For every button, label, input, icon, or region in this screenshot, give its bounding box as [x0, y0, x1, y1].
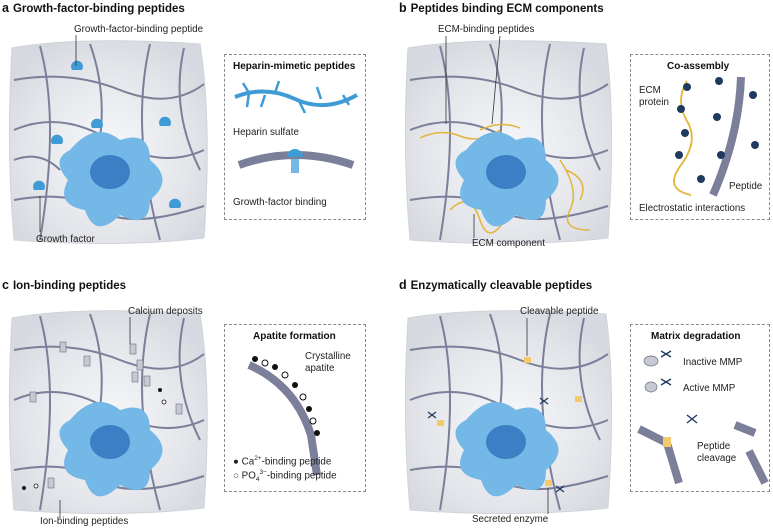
degradation-illustration: [637, 350, 769, 485]
cleavage-sites: [437, 357, 582, 486]
box-title: Matrix degradation: [651, 331, 741, 342]
nucleus: [90, 155, 130, 189]
panel-letter: b: [399, 1, 407, 15]
label-active-mmp: Active MMP: [683, 383, 736, 394]
label-crystalline: Crystalline: [305, 351, 351, 362]
label-peptide: Peptide: [697, 441, 731, 452]
heparin-illustration: [234, 80, 358, 173]
legend-po-prefix: PO: [241, 470, 256, 482]
legend-po-sup: 3−: [259, 469, 267, 476]
label-growth-factor-binding-peptide: Growth-factor-binding peptide: [74, 24, 204, 35]
label-ion-binding-peptides: Ion-binding peptides: [40, 516, 129, 527]
apatite-formation-box: Apatite formation Crystalline apatite ● …: [224, 324, 366, 492]
label-growth-factor-binding: Growth-factor binding: [233, 197, 327, 208]
ecm-components: [419, 123, 591, 234]
label-electrostatic-interactions: Electrostatic interactions: [639, 203, 746, 214]
label-cleavable-peptide: Cleavable peptide: [520, 306, 599, 317]
co-assembly-box: Co-assembly ECM protein Peptide Electros…: [630, 54, 770, 220]
panel-title-text: Ion-binding peptides: [12, 280, 127, 292]
matrix-degradation-box: Matrix degradation Inactive MMP Active M…: [630, 324, 770, 492]
label-protein: protein: [639, 97, 669, 108]
label-apatite: apatite: [305, 363, 335, 374]
label-heparin-sulfate: Heparin sulfate: [233, 127, 299, 138]
panel-letter: c: [2, 278, 9, 292]
panel-title-text: Peptides binding ECM components: [410, 3, 604, 15]
panel-letter: a: [2, 1, 9, 15]
label-inactive-mmp: Inactive MMP: [683, 357, 743, 368]
label-ecm-binding-peptides: ECM-binding peptides: [438, 24, 535, 35]
panel-title-text: Growth-factor-binding peptides: [12, 3, 185, 15]
label-ecm: ECM: [639, 85, 661, 96]
panel-letter: d: [399, 278, 407, 292]
growth-factors: [33, 60, 182, 208]
ion-dots: [22, 388, 167, 490]
label-growth-factor: Growth factor: [36, 234, 95, 245]
nucleus: [486, 155, 526, 189]
legend-po-suffix: -binding peptide: [266, 470, 337, 482]
legend-ca-prefix: Ca: [241, 456, 255, 468]
scissors-icon: [427, 397, 565, 493]
label-ecm-component: ECM component: [472, 238, 545, 249]
label-peptide: Peptide: [729, 181, 763, 192]
apatite-illustration: [247, 356, 321, 476]
legend-ca-suffix: -binding peptide: [261, 456, 332, 468]
legend-dot: ●: [233, 456, 239, 468]
heparin-mimetic-box: Heparin-mimetic peptides Heparin sulfate…: [224, 54, 366, 220]
legend-po: ○ PO43−-binding peptide: [233, 467, 337, 485]
legend-po-sub: 4: [255, 476, 260, 484]
calcium-deposits: [29, 341, 183, 489]
label-cleavage: cleavage: [697, 453, 737, 464]
box-title: Apatite formation: [253, 331, 336, 342]
label-secreted-enzyme: Secreted enzyme: [472, 514, 549, 525]
legend-circle: ○: [233, 470, 239, 482]
legend-ca-sup: 2+: [254, 455, 262, 462]
nucleus: [486, 425, 526, 459]
legend-ca: ● Ca2+-binding peptide: [233, 453, 331, 467]
panel-title-text: Enzymatically cleavable peptides: [410, 280, 593, 292]
box-title: Co-assembly: [667, 61, 730, 72]
box-title: Heparin-mimetic peptides: [233, 61, 356, 72]
nucleus: [90, 425, 130, 459]
label-calcium-deposits: Calcium deposits: [128, 306, 203, 317]
co-assembly-illustration: [673, 76, 759, 197]
